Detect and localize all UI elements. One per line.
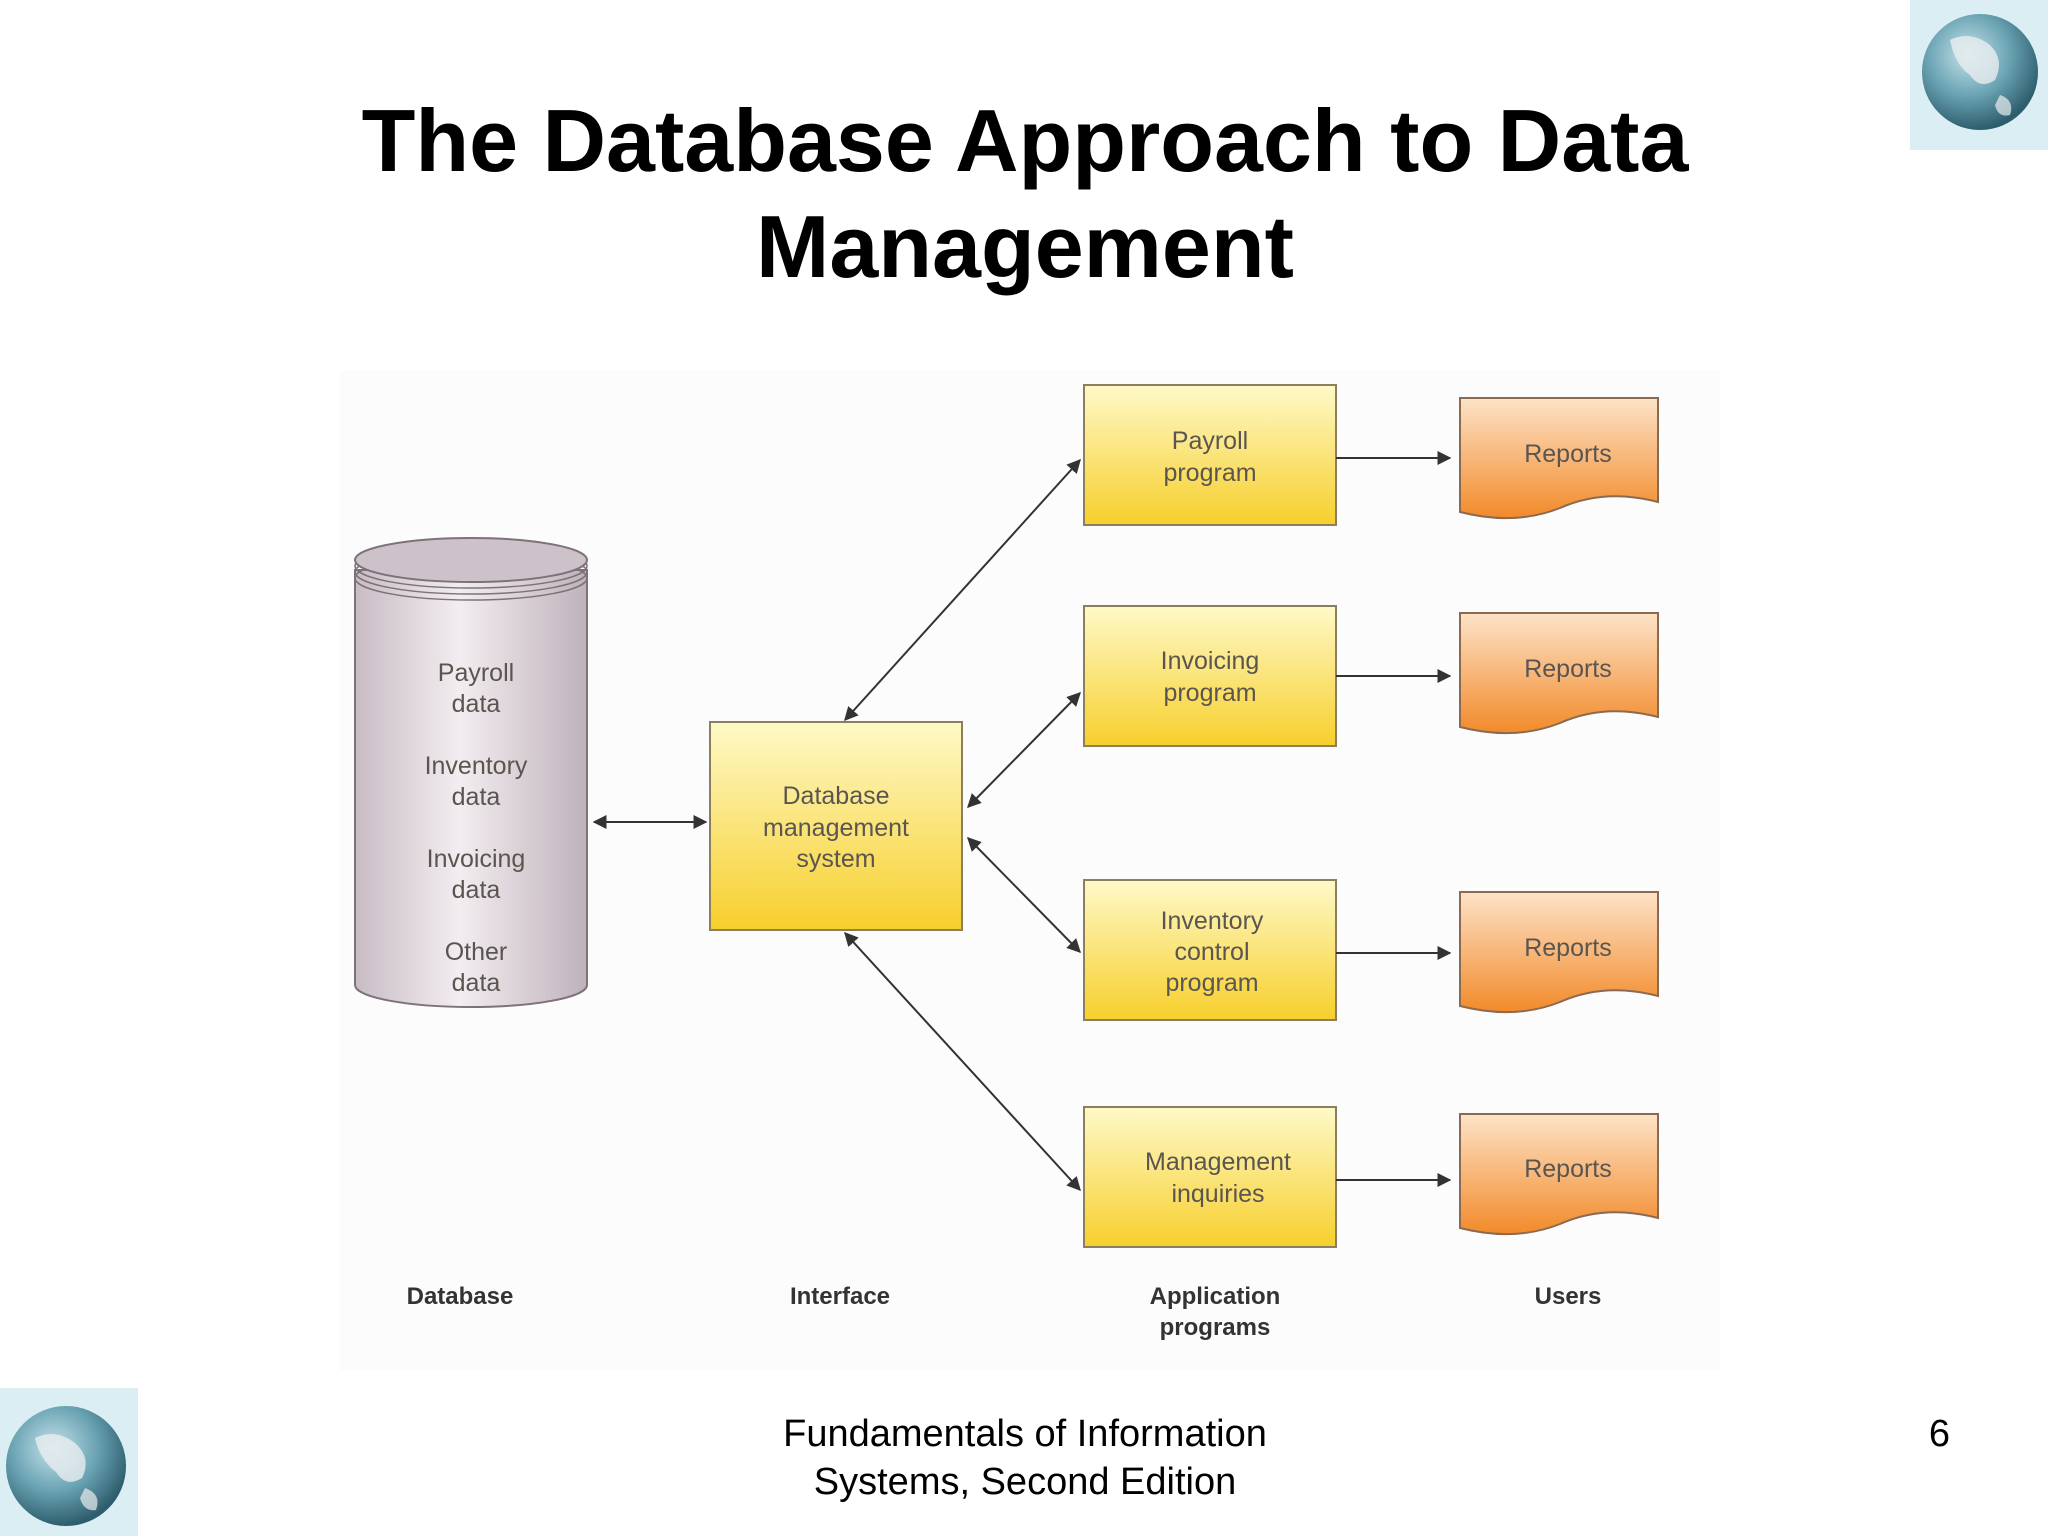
footer-line1: Fundamentals of Information: [783, 1413, 1267, 1455]
database-item-inventory-line1: Inventory: [425, 752, 528, 780]
database-item-invoicing-line2: data: [452, 876, 501, 904]
slide-title-line1: The Database Approach to Data: [361, 91, 1689, 190]
globe-icon: [0, 1388, 138, 1536]
column-label-database: Database: [407, 1283, 514, 1310]
program-box-inquiries: [1083, 1106, 1337, 1248]
report-doc-1: [1459, 397, 1659, 520]
report-doc-3: [1459, 891, 1659, 1014]
database-cylinder: [354, 537, 588, 1008]
diagram-canvas: Payroll data Inventory data Invoicing da…: [340, 370, 1720, 1370]
globe-icon: [1910, 0, 2048, 150]
column-label-interface: Interface: [790, 1283, 890, 1310]
report-label-4: Reports: [1524, 1155, 1612, 1183]
database-item-other-line2: data: [452, 969, 501, 997]
arrow-dbms-invoicing: [967, 692, 1081, 808]
report-label-3: Reports: [1524, 934, 1612, 962]
program-inquiries-line2: inquiries: [1171, 1180, 1264, 1208]
dbms-label-line2: management: [763, 814, 909, 842]
arrow-dbms-payroll: [844, 458, 1081, 722]
program-invoicing-line1: Invoicing: [1161, 647, 1260, 675]
database-item-inventory-line2: data: [452, 783, 501, 811]
column-label-users: Users: [1535, 1283, 1602, 1310]
program-box-payroll: [1083, 384, 1337, 526]
slide-footer: Fundamentals of Information Systems, Sec…: [700, 1410, 1350, 1506]
arrow-dbms-inquiries: [844, 931, 1081, 1192]
report-doc-4: [1459, 1113, 1659, 1236]
database-item-other-line1: Other: [445, 938, 508, 966]
database-approach-diagram: Payroll data Inventory data Invoicing da…: [340, 370, 1720, 1370]
slide-title-line2: Management: [756, 197, 1294, 296]
dbms-label-line3: system: [796, 845, 875, 873]
report-doc-2: [1459, 612, 1659, 735]
dbms-label-line1: Database: [782, 782, 889, 810]
footer-line2: Systems, Second Edition: [813, 1461, 1237, 1503]
database-item-invoicing-line1: Invoicing: [427, 845, 526, 873]
program-payroll-line2: program: [1163, 459, 1256, 487]
report-label-2: Reports: [1524, 655, 1612, 683]
slide-title: The Database Approach to Data Management: [250, 88, 1800, 300]
database-item-payroll-line2: data: [452, 690, 501, 718]
dbms-box: [709, 721, 963, 931]
program-box-invoicing: [1083, 605, 1337, 747]
program-inventory-line1: Inventory: [1161, 907, 1264, 935]
program-inventory-line2: control: [1174, 938, 1249, 966]
program-invoicing-line2: program: [1163, 679, 1256, 707]
database-item-payroll-line1: Payroll: [438, 659, 514, 687]
program-inventory-line3: program: [1165, 969, 1258, 997]
column-label-application-line1: Application: [1150, 1283, 1281, 1310]
program-inquiries-line1: Management: [1145, 1148, 1291, 1176]
page-number: 6: [1928, 1413, 1950, 1455]
program-payroll-line1: Payroll: [1172, 427, 1248, 455]
report-label-1: Reports: [1524, 440, 1612, 468]
column-label-application-line2: programs: [1160, 1314, 1271, 1341]
program-box-inventory: [1083, 879, 1337, 1021]
